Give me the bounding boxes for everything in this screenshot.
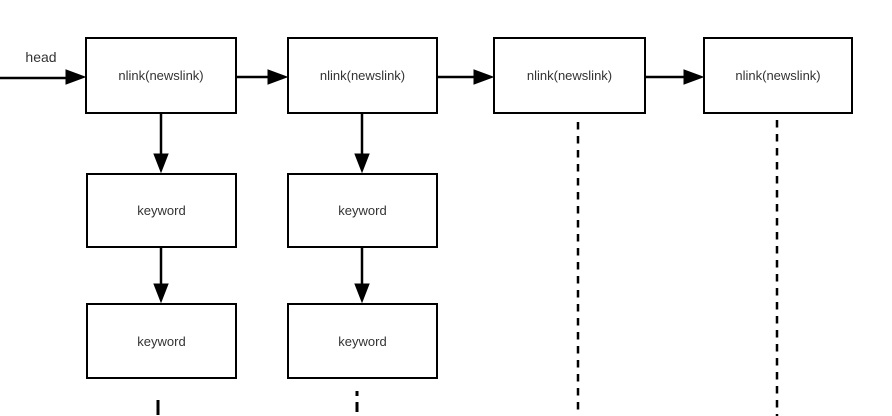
keyword-node-col1-row1: keyword [86,173,237,248]
nlink-node-4-label: nlink(newslink) [735,68,821,83]
keyword-node-col1-row1-label: keyword [137,203,186,218]
nlink-node-3: nlink(newslink) [493,37,646,114]
nlink-node-3-label: nlink(newslink) [526,68,613,83]
nlink-node-2-label: nlink(newslink) [319,68,406,83]
arrow-node2-to-node3 [438,69,495,85]
arrow-node2-to-keyword1 [354,114,370,174]
nlink-node-1: nlink(newslink) [85,37,237,114]
head-pointer-label: head [25,49,57,65]
nlink-node-4: nlink(newslink) [703,37,853,114]
arrow-node1-to-node2 [237,69,289,85]
keyword-node-col2-row1-label: keyword [338,203,387,218]
keyword-node-col2-row2: keyword [287,303,438,379]
keyword-node-col2-row1: keyword [287,173,438,248]
arrow-node3-to-node4 [646,69,705,85]
keyword-node-col1-row2: keyword [86,303,237,379]
head-arrow [0,69,87,85]
nlink-node-2: nlink(newslink) [287,37,438,114]
nlink-node-1-label: nlink(newslink) [118,68,204,83]
arrow-node1-to-keyword1 [153,114,169,174]
keyword-node-col2-row2-label: keyword [338,333,387,349]
arrow-keyword1-to-keyword2-col2 [354,248,370,304]
keyword-node-col1-row2-label: keyword [137,333,186,349]
arrow-keyword1-to-keyword2 [153,248,169,304]
